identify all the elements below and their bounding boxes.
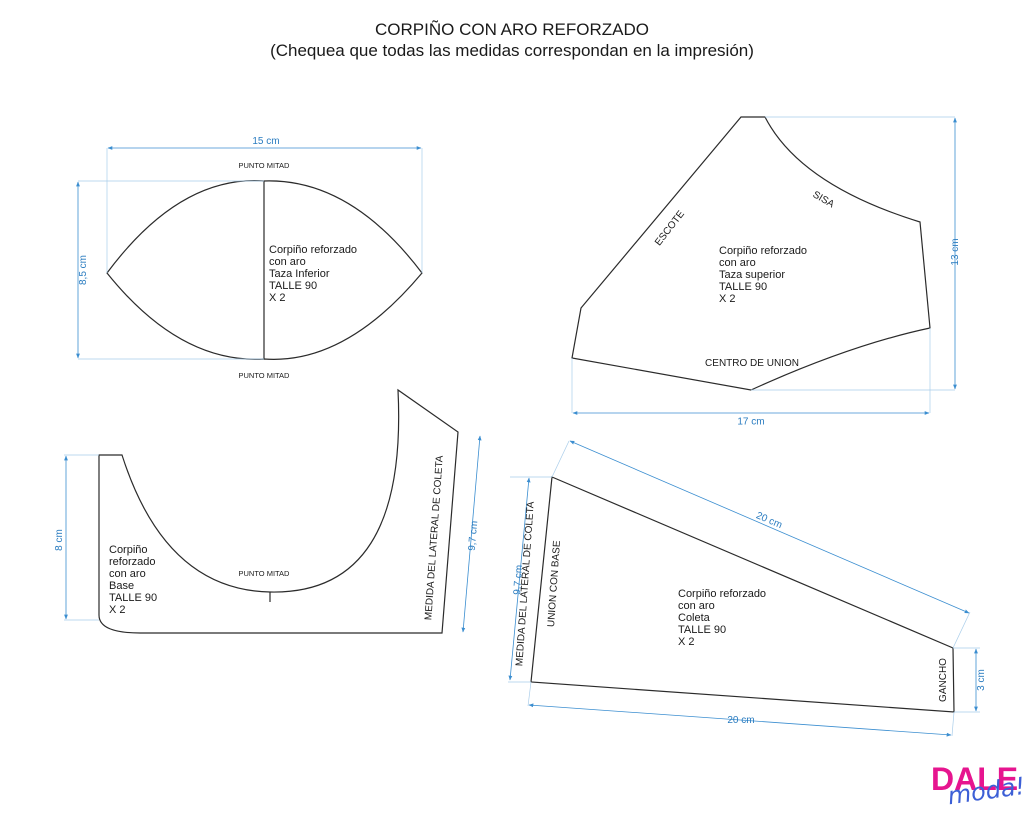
piece-coleta: 20 cm 20 cm 9,7 cm MEDIDA DEL LATERAL DE… bbox=[508, 440, 987, 737]
label-line: Corpiño bbox=[109, 544, 148, 556]
extension-line bbox=[952, 611, 971, 649]
taza-inferior-width-label: 15 cm bbox=[252, 136, 279, 147]
label-line: X 2 bbox=[269, 292, 286, 304]
coleta-left-dimension bbox=[508, 477, 531, 681]
label-line: TALLE 90 bbox=[269, 280, 317, 292]
label-line: con aro bbox=[109, 568, 146, 580]
label-line: reforzado bbox=[109, 556, 155, 568]
taza-superior-width-label: 17 cm bbox=[737, 416, 764, 427]
label-line: TALLE 90 bbox=[719, 281, 767, 293]
label-line: Coleta bbox=[678, 612, 711, 624]
piece-taza-inferior: 15 cm 8,5 cm PUNTO MITAD PUNTO MITAD Cor… bbox=[76, 136, 423, 380]
label-line: Corpiño reforzado bbox=[269, 244, 357, 256]
taza-inferior-label: Corpiño reforzado con aro Taza Inferior … bbox=[269, 244, 360, 304]
taza-inferior-bottom-mark: PUNTO MITAD bbox=[239, 371, 291, 380]
base-outline bbox=[98, 388, 459, 634]
edge-centro-de-union: CENTRO DE UNION bbox=[705, 358, 799, 369]
taza-inferior-top-mark: PUNTO MITAD bbox=[239, 161, 291, 170]
edge-gancho: GANCHO bbox=[938, 658, 949, 702]
logo-word: DALE bbox=[931, 761, 1018, 797]
label-line: Base bbox=[109, 580, 134, 592]
label-line: Taza superior bbox=[719, 269, 785, 281]
coleta-bottom-dimension bbox=[528, 703, 952, 737]
label-line: TALLE 90 bbox=[678, 624, 726, 636]
coleta-left-label: 9,7 cm bbox=[512, 564, 525, 595]
extension-line bbox=[527, 681, 532, 707]
page-title: CORPIÑO CON ARO REFORZADO bbox=[375, 20, 649, 39]
taza-inferior-height-label: 8,5 cm bbox=[78, 255, 89, 285]
taza-superior-label: Corpiño reforzado con aro Taza superior … bbox=[719, 245, 810, 305]
label-line: Corpiño reforzado bbox=[719, 245, 807, 257]
extension-line bbox=[951, 711, 955, 737]
coleta-right-label: 3 cm bbox=[976, 669, 987, 691]
piece-taza-superior: 13 cm 17 cm ESCOTE SISA CENTRO DE UNION … bbox=[571, 116, 961, 427]
edge-lateral-coleta: MEDIDA DEL LATERAL DE COLETA bbox=[423, 455, 446, 621]
label-line: con aro bbox=[719, 257, 756, 269]
taza-superior-height-label: 13 cm bbox=[950, 238, 961, 265]
page-subtitle: (Chequea que todas las medidas correspon… bbox=[270, 41, 754, 60]
base-label: Corpiño reforzado con aro Base TALLE 90 … bbox=[109, 544, 160, 616]
piece-base: 8 cm 9,7 cm MEDIDA DEL LATERAL DE COLETA… bbox=[54, 388, 482, 634]
base-right-label: 9,7 cm bbox=[467, 520, 481, 551]
label-line: X 2 bbox=[719, 293, 736, 305]
brand-logo: DALE moda! bbox=[931, 761, 1024, 810]
base-right-dimension bbox=[461, 435, 482, 633]
label-line: TALLE 90 bbox=[109, 592, 157, 604]
label-line: Taza Inferior bbox=[269, 268, 330, 280]
label-line: X 2 bbox=[678, 636, 695, 648]
label-line: con aro bbox=[269, 256, 306, 268]
edge-union-con-base: UNION CON BASE bbox=[546, 540, 563, 628]
edge-sisa: SISA bbox=[811, 189, 837, 210]
coleta-top-label: 20 cm bbox=[754, 510, 783, 531]
label-line: con aro bbox=[678, 600, 715, 612]
coleta-label: Corpiño reforzado con aro Coleta TALLE 9… bbox=[678, 588, 769, 648]
edge-escote: ESCOTE bbox=[653, 209, 687, 248]
base-mid-mark: PUNTO MITAD bbox=[239, 569, 291, 578]
extension-line bbox=[551, 440, 570, 478]
base-left-label: 8 cm bbox=[54, 529, 65, 551]
label-line: Corpiño reforzado bbox=[678, 588, 766, 600]
coleta-top-dimension bbox=[569, 440, 970, 614]
coleta-bottom-label: 20 cm bbox=[727, 715, 754, 726]
label-line: X 2 bbox=[109, 604, 126, 616]
